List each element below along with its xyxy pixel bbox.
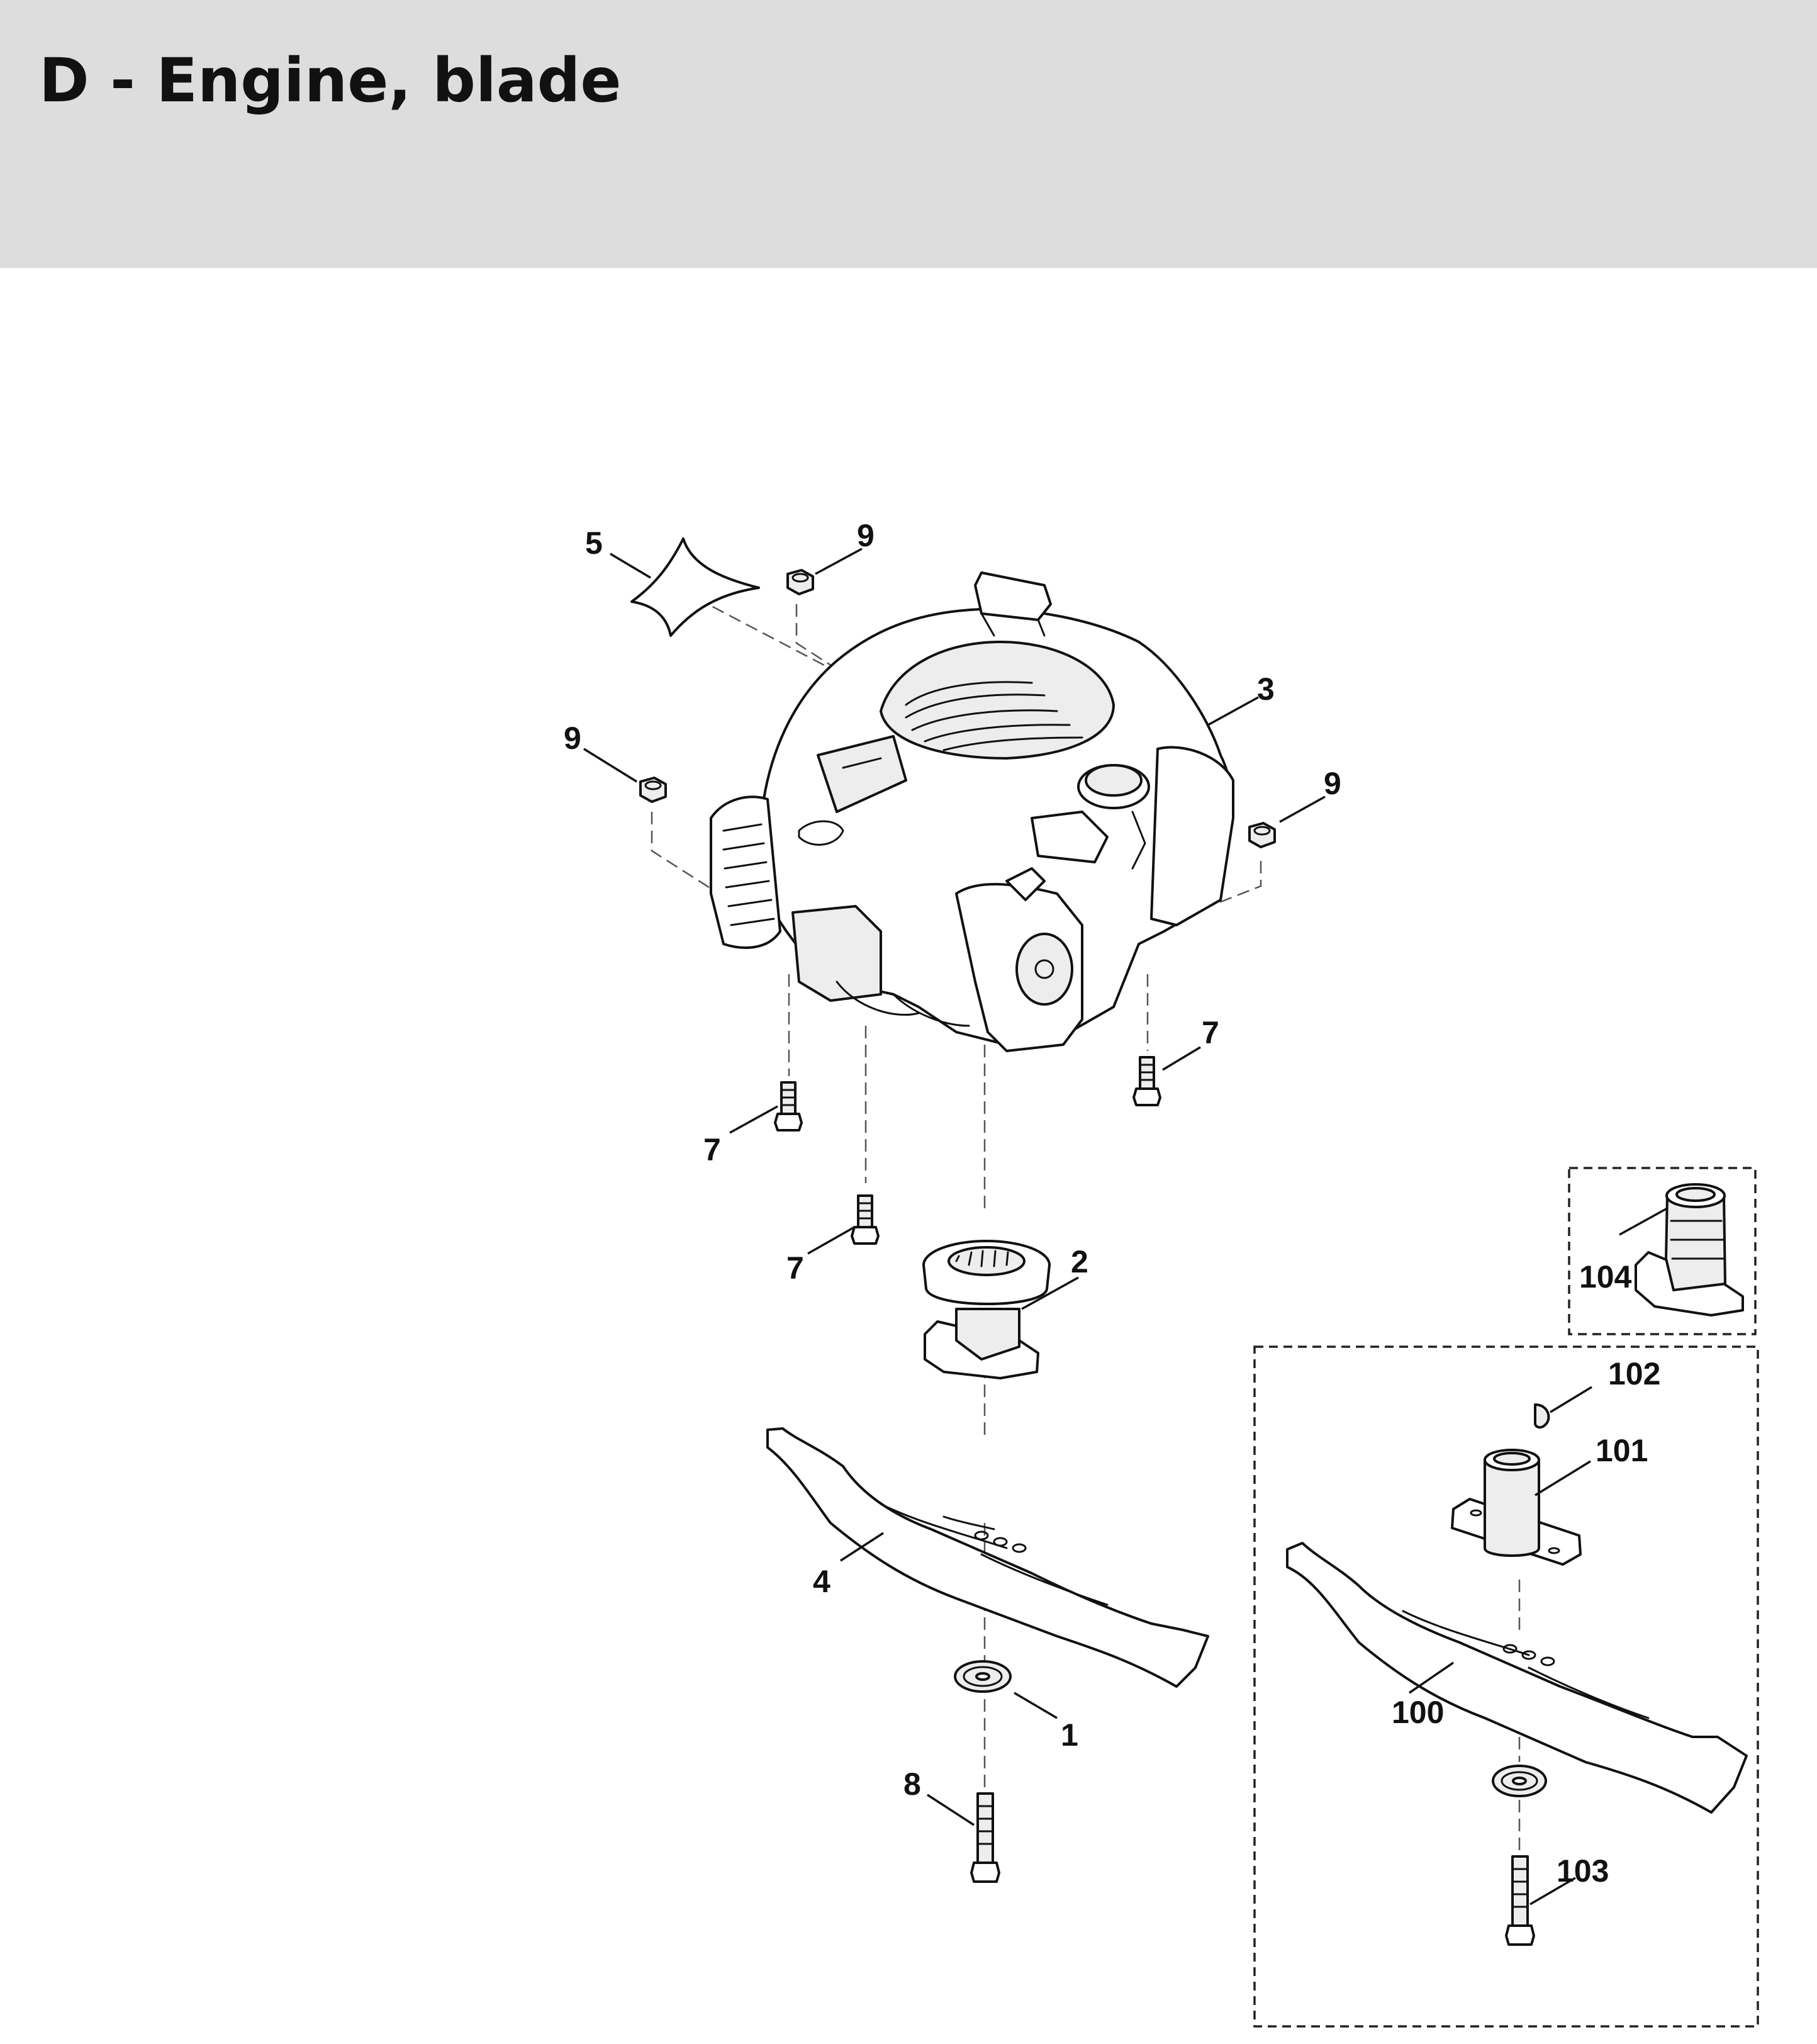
engine-mount-bolt-icon (851, 1194, 880, 1245)
blade-hub-icon (1451, 1449, 1582, 1566)
callout-9-left: 9 (564, 721, 581, 756)
callout-4: 4 (813, 1564, 830, 1599)
callout-2: 2 (1071, 1244, 1088, 1279)
label-icon (630, 537, 760, 637)
blade-kit-blade-icon (1286, 1542, 1748, 1814)
callout-7-middle: 7 (786, 1250, 804, 1286)
callout-100: 100 (1392, 1695, 1444, 1730)
blade-bolt-icon (970, 1792, 1000, 1883)
callout-102: 102 (1608, 1356, 1660, 1391)
blade-kit-washer-icon (1492, 1765, 1547, 1797)
header-bar: D - Engine, blade (0, 0, 1817, 268)
callout-104: 104 (1579, 1259, 1632, 1294)
callout-9-top: 9 (857, 518, 875, 553)
blade-adapter-icon (922, 1240, 1051, 1379)
callout-1: 1 (1061, 1717, 1078, 1753)
page-title: D - Engine, blade (39, 45, 622, 116)
callout-5: 5 (585, 525, 603, 561)
engine-mount-bolt-icon (1132, 1056, 1161, 1106)
callout-8: 8 (903, 1766, 921, 1802)
alt-adapter-group-box (1568, 1167, 1757, 1335)
callout-7-right: 7 (1202, 1015, 1219, 1050)
callout-7-left: 7 (703, 1132, 721, 1167)
engine-icon (710, 571, 1234, 1052)
engine-mount-bolt-icon (774, 1081, 803, 1132)
woodruff-key-icon (1534, 1403, 1550, 1429)
callout-3: 3 (1257, 671, 1275, 707)
blade-kit-group-box (1253, 1345, 1759, 2028)
leader-lines (583, 548, 1668, 1906)
lock-nut-icon (1248, 822, 1276, 848)
callout-101: 101 (1596, 1433, 1648, 1468)
blade-adapter-alt-icon (1635, 1183, 1744, 1317)
lock-nut-icon (639, 777, 667, 803)
callouts: 5 9 9 3 9 7 7 7 2 4 1 8 104 102 101 100 … (564, 518, 1660, 1889)
blade-washer-icon (954, 1660, 1012, 1693)
blade-kit-bolt-icon (1505, 1855, 1535, 1946)
callout-9-right: 9 (1324, 766, 1341, 801)
mower-blade-icon (766, 1427, 1209, 1688)
lock-nut-icon (786, 569, 814, 595)
callout-103: 103 (1557, 1853, 1609, 1889)
